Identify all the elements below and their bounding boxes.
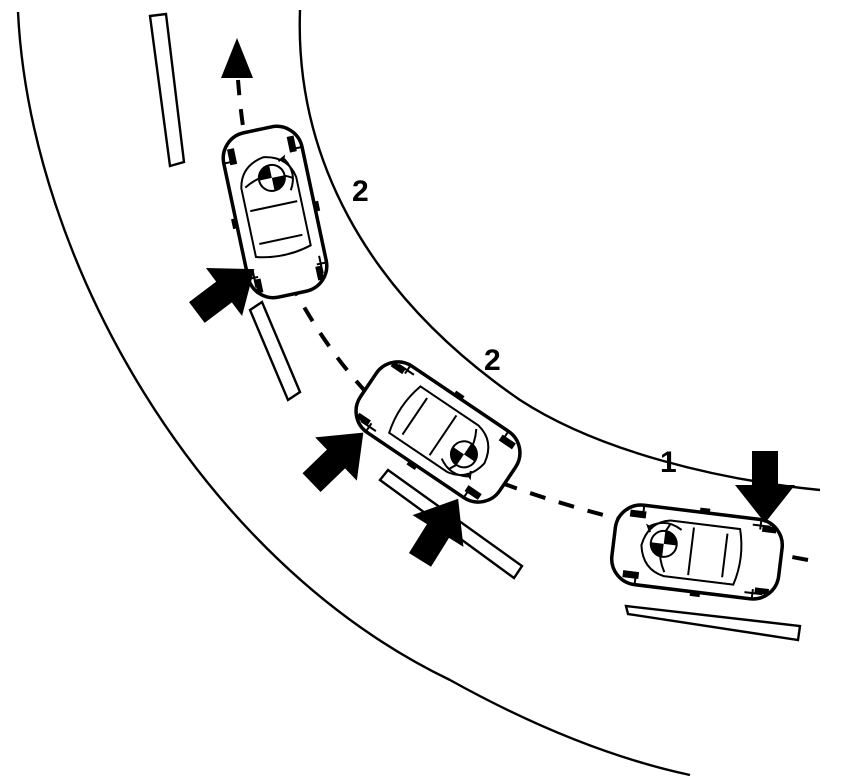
lane-mark [248, 300, 302, 402]
phase-label-2-upper: 2 [352, 175, 369, 208]
lane-mark [148, 12, 186, 168]
lane-mark [624, 604, 802, 642]
phase-label-2-middle: 2 [484, 344, 501, 377]
car-icon [345, 350, 531, 514]
phase-label-1: 1 [660, 446, 677, 479]
direction-arrow-icon [221, 38, 253, 78]
road-inner-edge [298, 9, 821, 492]
road-outer-edge [16, 11, 691, 777]
force-arrow-icon [735, 451, 795, 523]
car-icon [609, 500, 786, 604]
